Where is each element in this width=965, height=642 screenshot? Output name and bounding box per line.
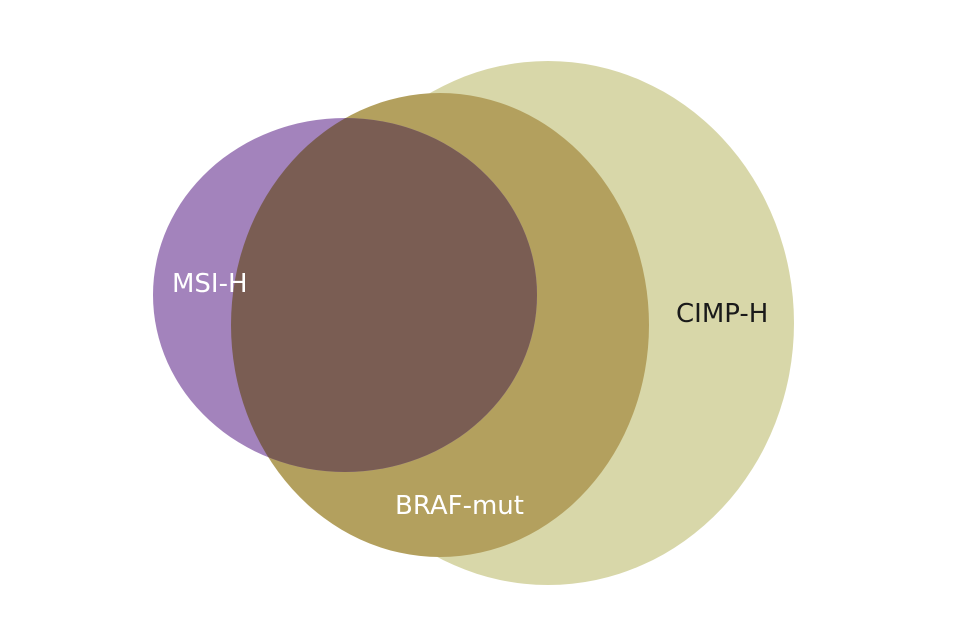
braf-mut-label: BRAF-mut — [395, 491, 524, 521]
msi-h-label: MSI-H — [172, 269, 248, 299]
msi-braf-overlap — [231, 118, 537, 472]
cimp-h-label: CIMP-H — [676, 299, 768, 329]
